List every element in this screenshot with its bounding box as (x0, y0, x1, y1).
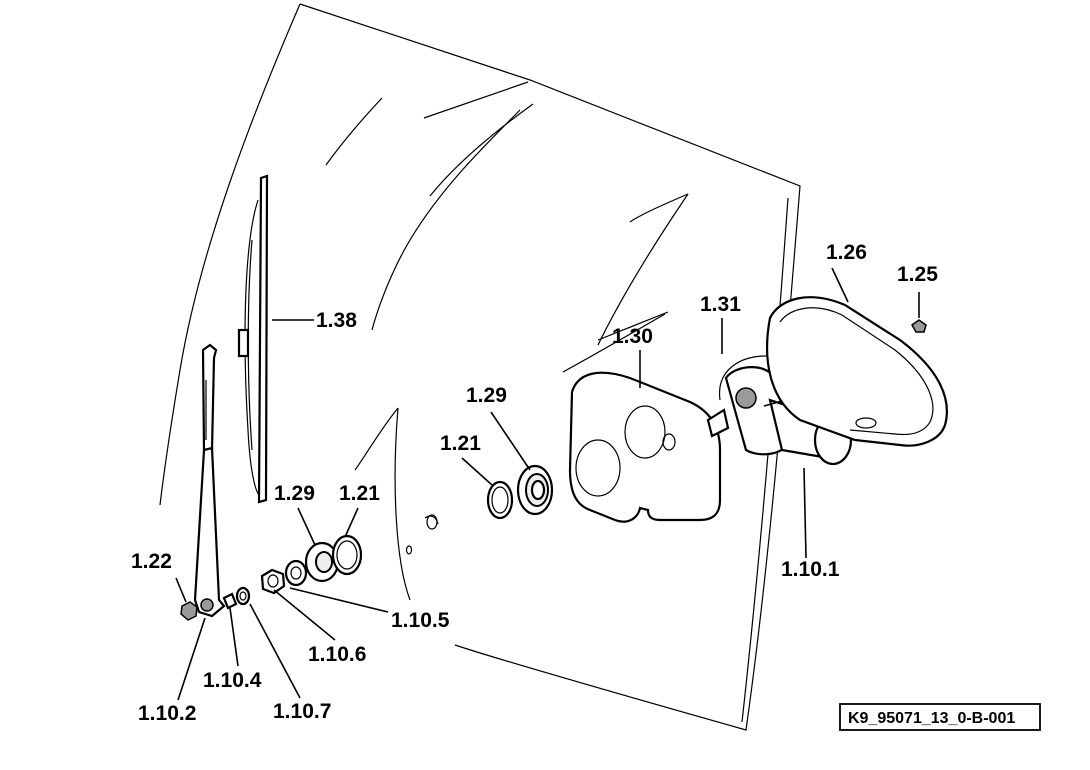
label-1-30: 1.30 (612, 325, 653, 348)
wiper-blade (237, 174, 314, 504)
label-1-38: 1.38 (316, 309, 357, 332)
label-1-22: 1.22 (131, 550, 172, 573)
part-labels: 1.26 1.25 1.31 1.30 1.38 1.29 1.21 1.29 … (131, 241, 938, 725)
label-1-10-4: 1.10.4 (203, 669, 262, 692)
label-1-29-low: 1.29 (274, 482, 315, 505)
label-1-21-low: 1.21 (339, 482, 380, 505)
cover-screw (911, 292, 927, 333)
wiper-arm (193, 343, 238, 618)
label-1-10-6: 1.10.6 (308, 643, 366, 666)
leader-lines (177, 318, 723, 701)
label-1-10-1: 1.10.1 (781, 558, 840, 581)
label-1-10-7: 1.10.7 (273, 700, 331, 723)
label-1-26: 1.26 (826, 241, 867, 264)
label-1-10-2: 1.10.2 (138, 702, 196, 725)
motor-cover (766, 267, 948, 447)
spindle-hardware (235, 534, 363, 606)
reference-box: K9_95071_13_0-B-001 (839, 703, 1041, 731)
reference-code: K9_95071_13_0-B-001 (848, 710, 1015, 727)
upper-seal-grommet (486, 464, 554, 520)
gasket-plate (568, 371, 722, 523)
label-1-25: 1.25 (897, 263, 938, 286)
label-1-29-top: 1.29 (466, 384, 507, 407)
label-1-31: 1.31 (700, 293, 741, 316)
cap-nut (175, 577, 198, 621)
window-glass (159, 3, 801, 731)
label-1-21-top: 1.21 (440, 432, 481, 455)
label-1-10-5: 1.10.5 (391, 609, 450, 632)
